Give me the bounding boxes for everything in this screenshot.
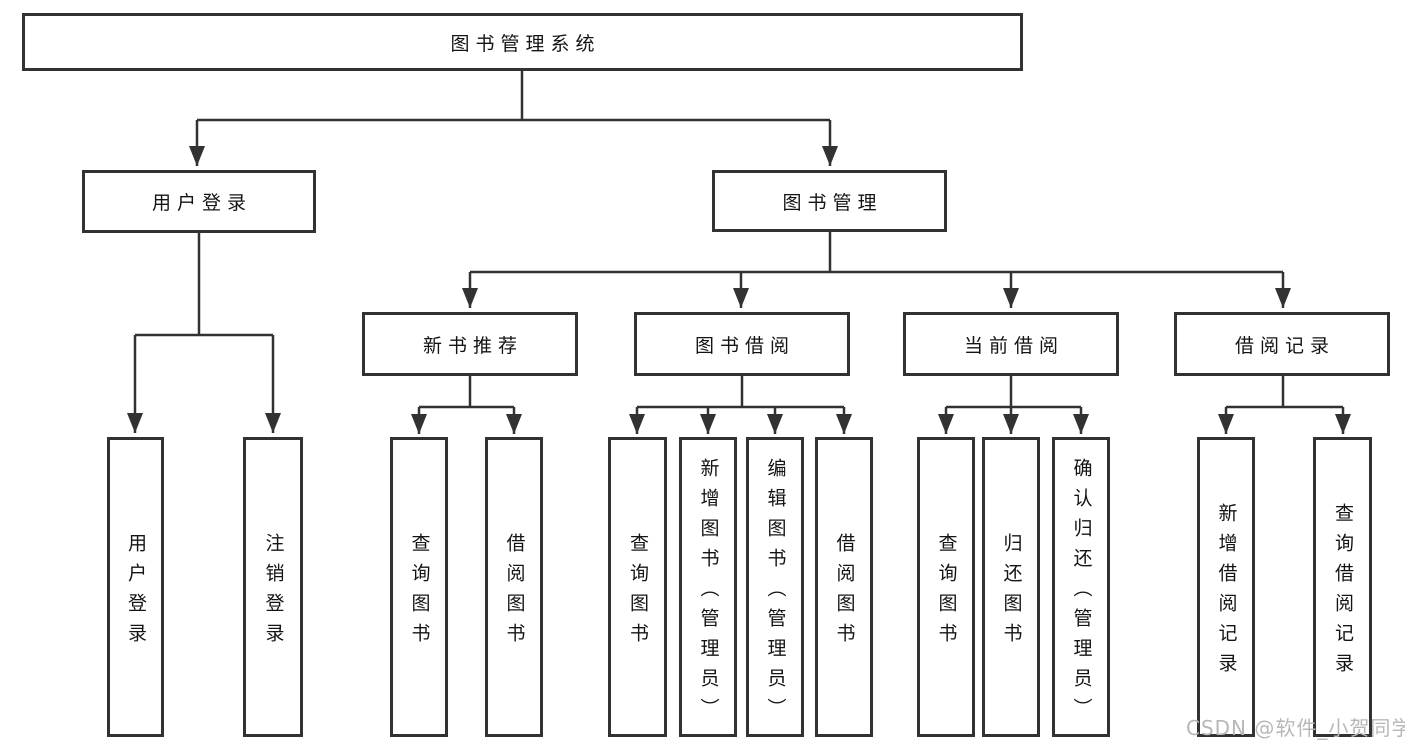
leaf-bb-add-books-admin: 新增图书（管理员） <box>679 437 737 737</box>
leaf-nb-borrow-books: 借阅图书 <box>485 437 543 737</box>
edge-borrowing-records-trunk <box>1226 376 1343 409</box>
node-book-borrowing: 图书借阅 <box>634 312 850 376</box>
leaf-bb-borrow-books: 借阅图书 <box>815 437 873 737</box>
edge-user-login-trunk <box>135 233 273 337</box>
leaf-nb-query-books: 查询图书 <box>390 437 448 737</box>
node-root: 图书管理系统 <box>22 13 1023 71</box>
node-book-management: 图书管理 <box>712 170 947 232</box>
leaf-cb-query-books: 查询图书 <box>917 437 975 737</box>
leaf-cb-return-books: 归还图书 <box>982 437 1040 737</box>
leaf-br-query-record: 查询借阅记录 <box>1313 437 1372 737</box>
leaf-cb-confirm-return-admin: 确认归还（管理员） <box>1052 437 1110 737</box>
leaf-bb-query-books: 查询图书 <box>608 437 667 737</box>
leaf-bb-edit-books-admin: 编辑图书（管理员） <box>746 437 804 737</box>
leaf-logout-login: 注销登录 <box>243 437 303 737</box>
edge-current-borrowing-trunk <box>946 376 1081 409</box>
edge-new-book-trunk <box>419 376 514 409</box>
edge-book-management-trunk <box>470 232 1283 274</box>
node-user-login: 用户登录 <box>82 170 316 233</box>
leaf-br-add-record: 新增借阅记录 <box>1197 437 1255 737</box>
edge-root-trunk <box>197 70 830 122</box>
edge-book-borrowing-trunk <box>637 376 844 409</box>
csdn-watermark: CSDN @软件_小贺同学 <box>1186 716 1405 740</box>
node-borrowing-records: 借阅记录 <box>1174 312 1390 376</box>
leaf-user-login: 用户登录 <box>107 437 164 737</box>
node-current-borrowing: 当前借阅 <box>903 312 1119 376</box>
node-new-book-recommend: 新书推荐 <box>362 312 578 376</box>
